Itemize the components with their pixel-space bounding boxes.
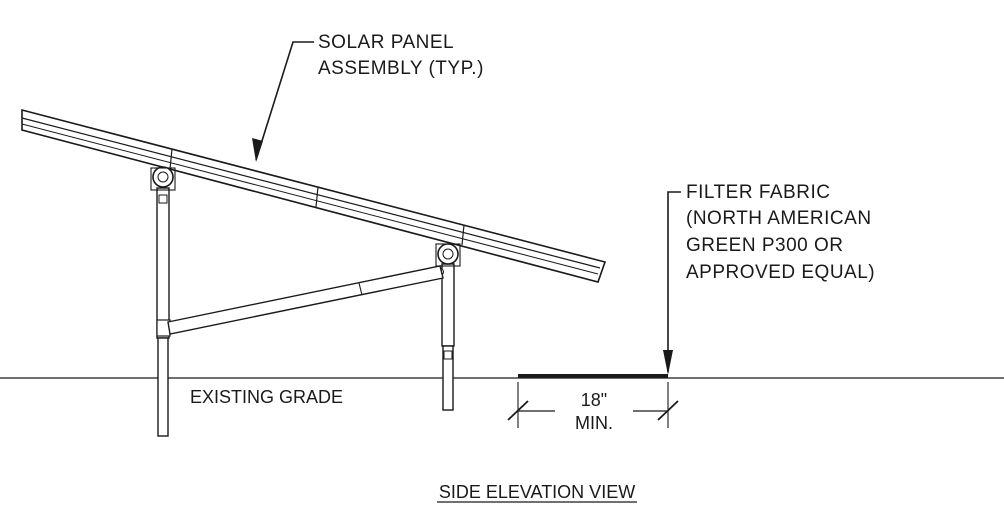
filter-fabric-leader-arrowhead [663, 350, 673, 375]
solar-panel-rail [21, 123, 599, 275]
filter-fabric-leader-line [667, 191, 681, 372]
front-post-tab [158, 194, 168, 204]
rear-post-lower [442, 345, 454, 411]
filter-fabric-label-line1: FILTER FABRIC [686, 182, 830, 203]
existing-grade-label: EXISTING GRADE [190, 387, 343, 407]
rear-post-tab [443, 350, 453, 360]
dimension-tick-left [507, 400, 529, 421]
solar-panel-label-line2: ASSEMBLY (TYP.) [318, 58, 484, 79]
rear-post [435, 243, 461, 411]
filter-fabric-label-line2: (NORTH AMERICAN [686, 208, 872, 229]
dimension-tick-right [657, 400, 679, 421]
solar-panel-rail [21, 117, 601, 269]
panel-joint [461, 224, 465, 246]
solar-panel-leader-arrowhead [252, 138, 263, 162]
solar-panel-assembly [21, 108, 607, 283]
front-post [150, 166, 176, 437]
panel-joint [315, 186, 319, 208]
rear-post-clamp-plate [435, 243, 461, 267]
solar-panel-body [21, 108, 607, 283]
solar-panel-leader-line [255, 41, 314, 161]
front-post-lower [157, 337, 169, 437]
filter-fabric-label-line3: GREEN P300 OR [686, 235, 844, 256]
dimension-value-label: 18" [581, 390, 607, 410]
diagonal-brace [167, 265, 444, 335]
solar-panel-label-line1: SOLAR PANEL [318, 32, 454, 53]
filter-fabric-leader [663, 191, 681, 375]
solar-panel-leader [252, 41, 314, 162]
diagonal-brace-body [167, 265, 444, 335]
rear-post-clamp-inner [442, 248, 454, 260]
front-post-clamp-inner [157, 171, 169, 183]
panel-joint [169, 148, 173, 170]
filter-fabric-label-line4: APPROVED EQUAL) [686, 262, 875, 283]
dimension-18-min [507, 382, 679, 428]
diagonal-brace-joint [358, 282, 363, 296]
dimension-note-label: MIN. [575, 413, 613, 433]
front-post-upper [156, 187, 170, 339]
view-title: SIDE ELEVATION VIEW [439, 482, 635, 502]
rear-post-upper [441, 263, 455, 347]
front-post-clamp-plate [150, 167, 176, 191]
